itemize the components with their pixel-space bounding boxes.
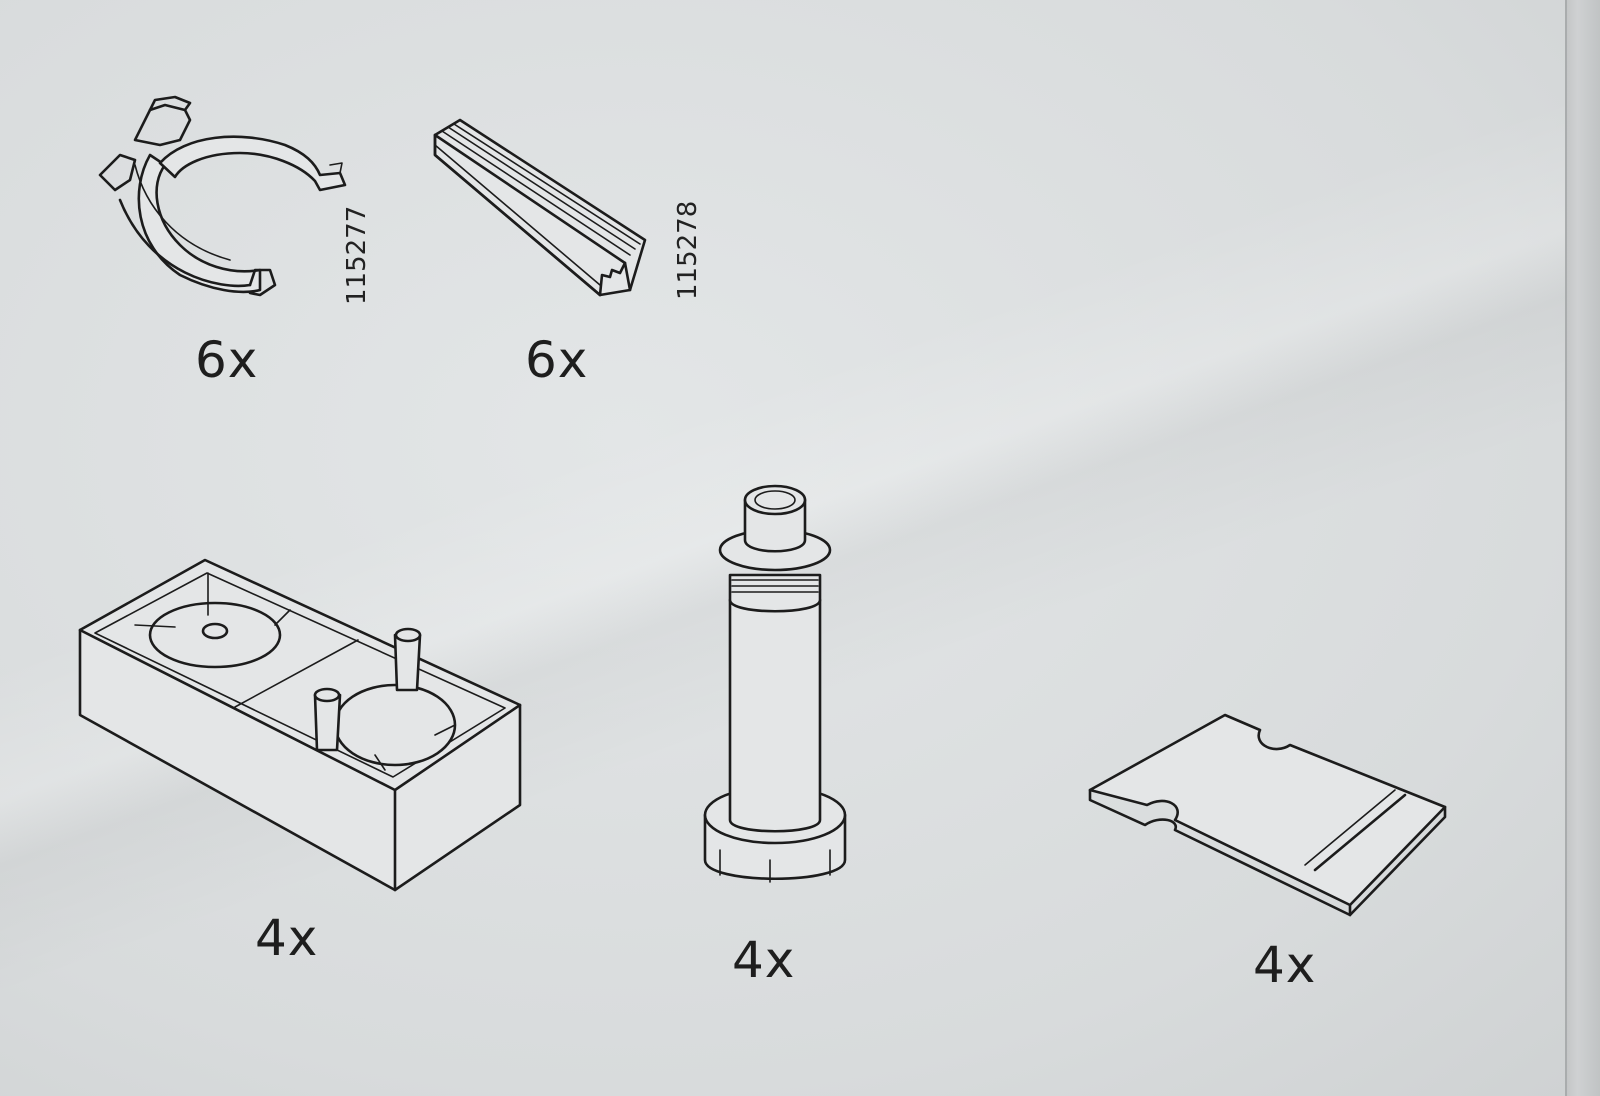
quantity-label: 4x: [732, 931, 796, 989]
grooved-dowel-icon: [433, 118, 647, 297]
part-leg: 4x: [700, 480, 870, 990]
part-base: 4x: [75, 555, 535, 975]
part-number-label: 115277: [342, 205, 372, 305]
part-dowel: 6x: [430, 115, 690, 395]
quantity-label: 4x: [1253, 936, 1317, 994]
quantity-label: 4x: [255, 909, 319, 967]
part-clip: 6x: [90, 85, 390, 385]
pipe-clip-icon: [98, 95, 347, 297]
quantity-label: 6x: [195, 331, 259, 389]
sheet-edge: [1565, 0, 1600, 1096]
adjustable-leg-icon: [703, 484, 847, 883]
quantity-label: 6x: [525, 331, 589, 389]
plastic-base-box-icon: [78, 558, 522, 892]
part-number-label: 115278: [673, 200, 703, 300]
slotted-plate-icon: [1088, 713, 1447, 917]
part-plate: 4x: [1085, 713, 1475, 1005]
